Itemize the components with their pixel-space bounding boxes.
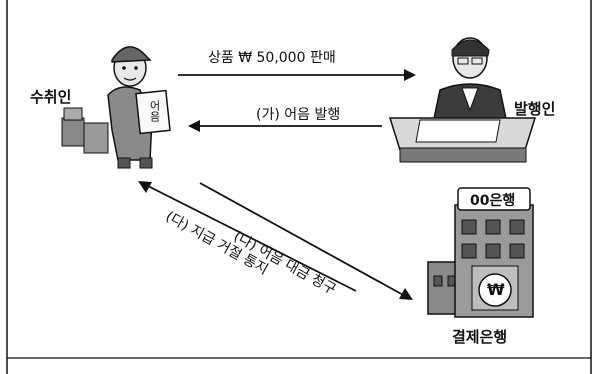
issuer-figure bbox=[388, 37, 537, 163]
arrow-refusal bbox=[138, 181, 357, 292]
payee-figure bbox=[61, 46, 171, 169]
arrow-claim bbox=[199, 182, 413, 300]
issuer-label: 발행인 bbox=[514, 100, 556, 118]
arrow-issue bbox=[188, 120, 382, 132]
bank-building bbox=[427, 187, 534, 318]
bank-sign-label: 00은행 bbox=[470, 193, 516, 209]
arrow-issue-label: (가) 어음 발행 bbox=[256, 107, 341, 123]
arrow-sale bbox=[178, 69, 416, 81]
won-emblem-label: ₩ bbox=[487, 280, 505, 299]
arrow-sale-label: 상품 ₩ 50,000 판매 bbox=[208, 50, 336, 66]
bill-paper-label: 어음 bbox=[148, 100, 161, 122]
payee-label: 수취인 bbox=[30, 88, 72, 106]
paying-bank-label: 결제은행 bbox=[452, 328, 508, 346]
